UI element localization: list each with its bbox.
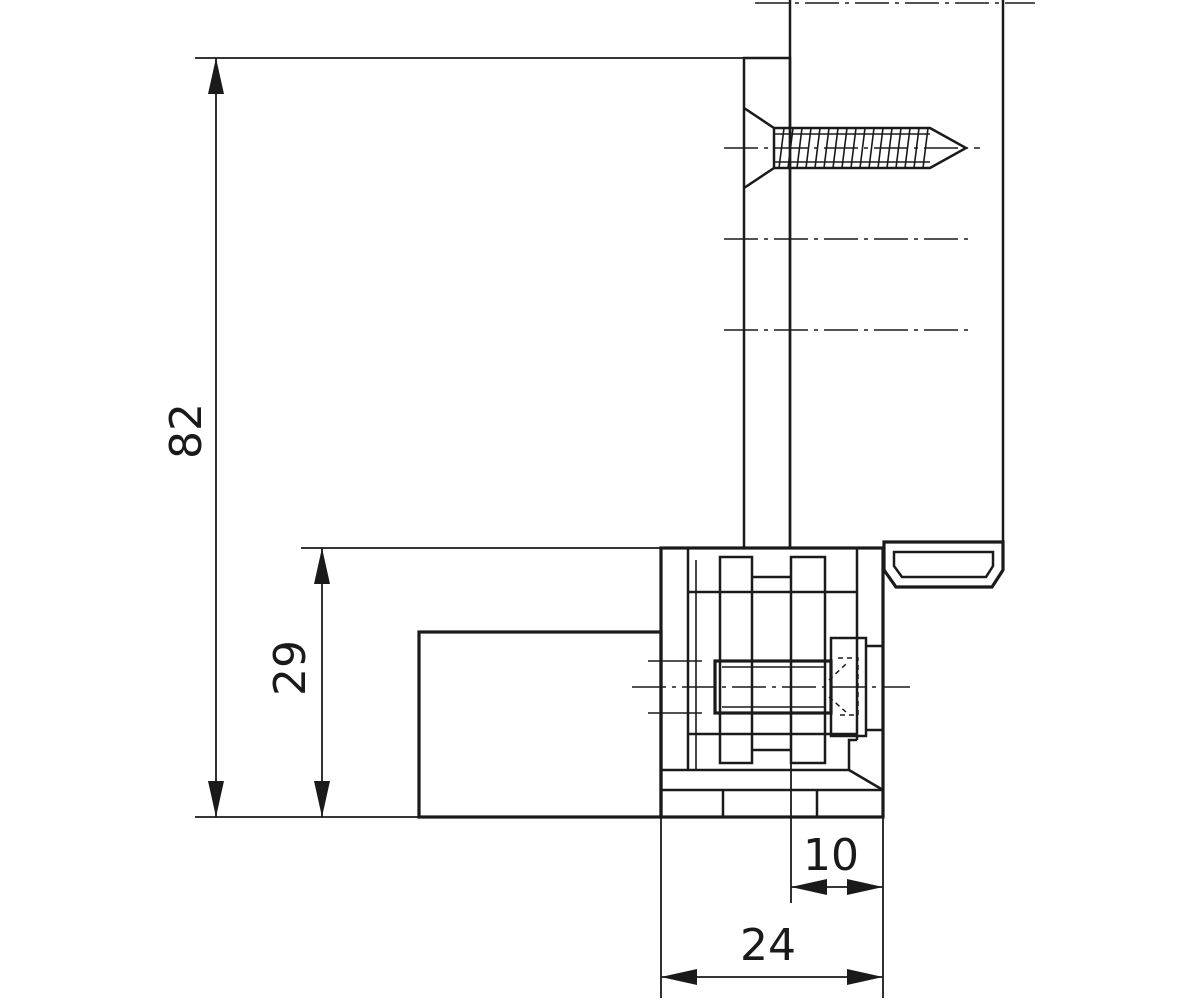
screw-thread-line	[877, 127, 884, 169]
screw-thread-line	[814, 127, 821, 169]
wood-screw	[724, 106, 980, 190]
dimension-label-24: 24	[740, 920, 796, 971]
screw-thread-line	[886, 127, 893, 169]
screw-thread-line	[841, 127, 848, 169]
screw-thread-line	[787, 127, 794, 169]
dimension-body-height: 29	[265, 547, 661, 817]
screw-thread-line	[868, 127, 875, 169]
dimension-label-10: 10	[803, 830, 859, 881]
hinge-knuckle	[632, 546, 910, 819]
screw-thread-line	[850, 127, 857, 169]
screw-thread-line	[904, 127, 911, 169]
dimension-label-29: 29	[265, 640, 316, 696]
screw-thread-line	[922, 127, 929, 169]
screw-thread-line	[796, 127, 803, 169]
screw-thread-line	[895, 127, 902, 169]
screw-thread-line	[913, 127, 920, 169]
screw-thread-line	[859, 127, 866, 169]
screw-thread-line	[823, 127, 830, 169]
dimension-pin-offset: 10	[790, 763, 884, 998]
screw-thread-line	[832, 127, 839, 169]
frame-profile	[755, 0, 1035, 589]
dimension-overall-height: 82	[161, 57, 744, 818]
dimension-label-82: 82	[161, 403, 212, 459]
hinge-body	[417, 630, 663, 819]
screw-thread-line	[778, 127, 785, 169]
screw-thread-line	[805, 127, 812, 169]
dimension-body-width: 24	[660, 817, 883, 998]
